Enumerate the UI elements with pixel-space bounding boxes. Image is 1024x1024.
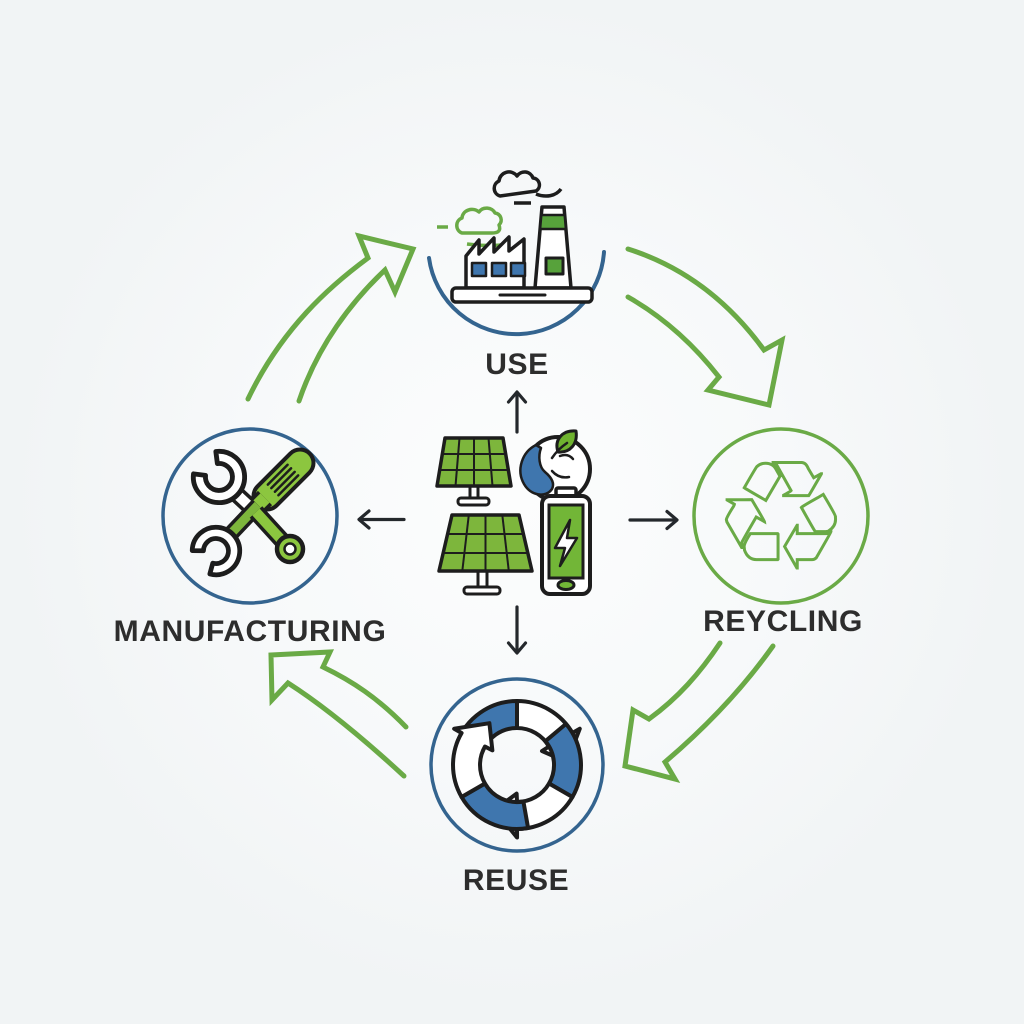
manufacturing-label: MANUFACTURING bbox=[113, 615, 387, 648]
factory-icon bbox=[437, 170, 594, 304]
wrench-screwdriver-icon bbox=[189, 447, 316, 578]
flow-arrow-use-to-recycling bbox=[625, 246, 786, 409]
use-label: USE bbox=[485, 348, 549, 381]
flow-arrow-manufacturing-to-use bbox=[245, 232, 417, 404]
cycle-arrows-icon bbox=[451, 699, 583, 840]
center-arrow-right bbox=[628, 509, 679, 531]
recycling-label: REYCLING bbox=[703, 605, 863, 638]
flow-arrow-reuse-to-manufacturing bbox=[268, 649, 409, 779]
center-arrow-left bbox=[357, 509, 406, 530]
battery-charge-icon bbox=[540, 486, 592, 596]
center-arrow-down bbox=[506, 605, 528, 655]
earth-leaf-icon bbox=[519, 429, 592, 503]
manufacturing-circle bbox=[161, 427, 339, 605]
use-node-arc bbox=[427, 250, 606, 337]
recycle-arrows-icon: ♻ bbox=[714, 430, 848, 604]
reuse-circle bbox=[429, 677, 605, 853]
center-arrow-up bbox=[506, 390, 528, 434]
solar-panel-icon-small bbox=[435, 436, 513, 507]
flow-arrow-recycling-to-reuse bbox=[622, 640, 776, 783]
solar-panel-icon-large bbox=[437, 513, 534, 596]
reuse-label: REUSE bbox=[462, 864, 570, 897]
recycling-circle bbox=[692, 427, 870, 605]
